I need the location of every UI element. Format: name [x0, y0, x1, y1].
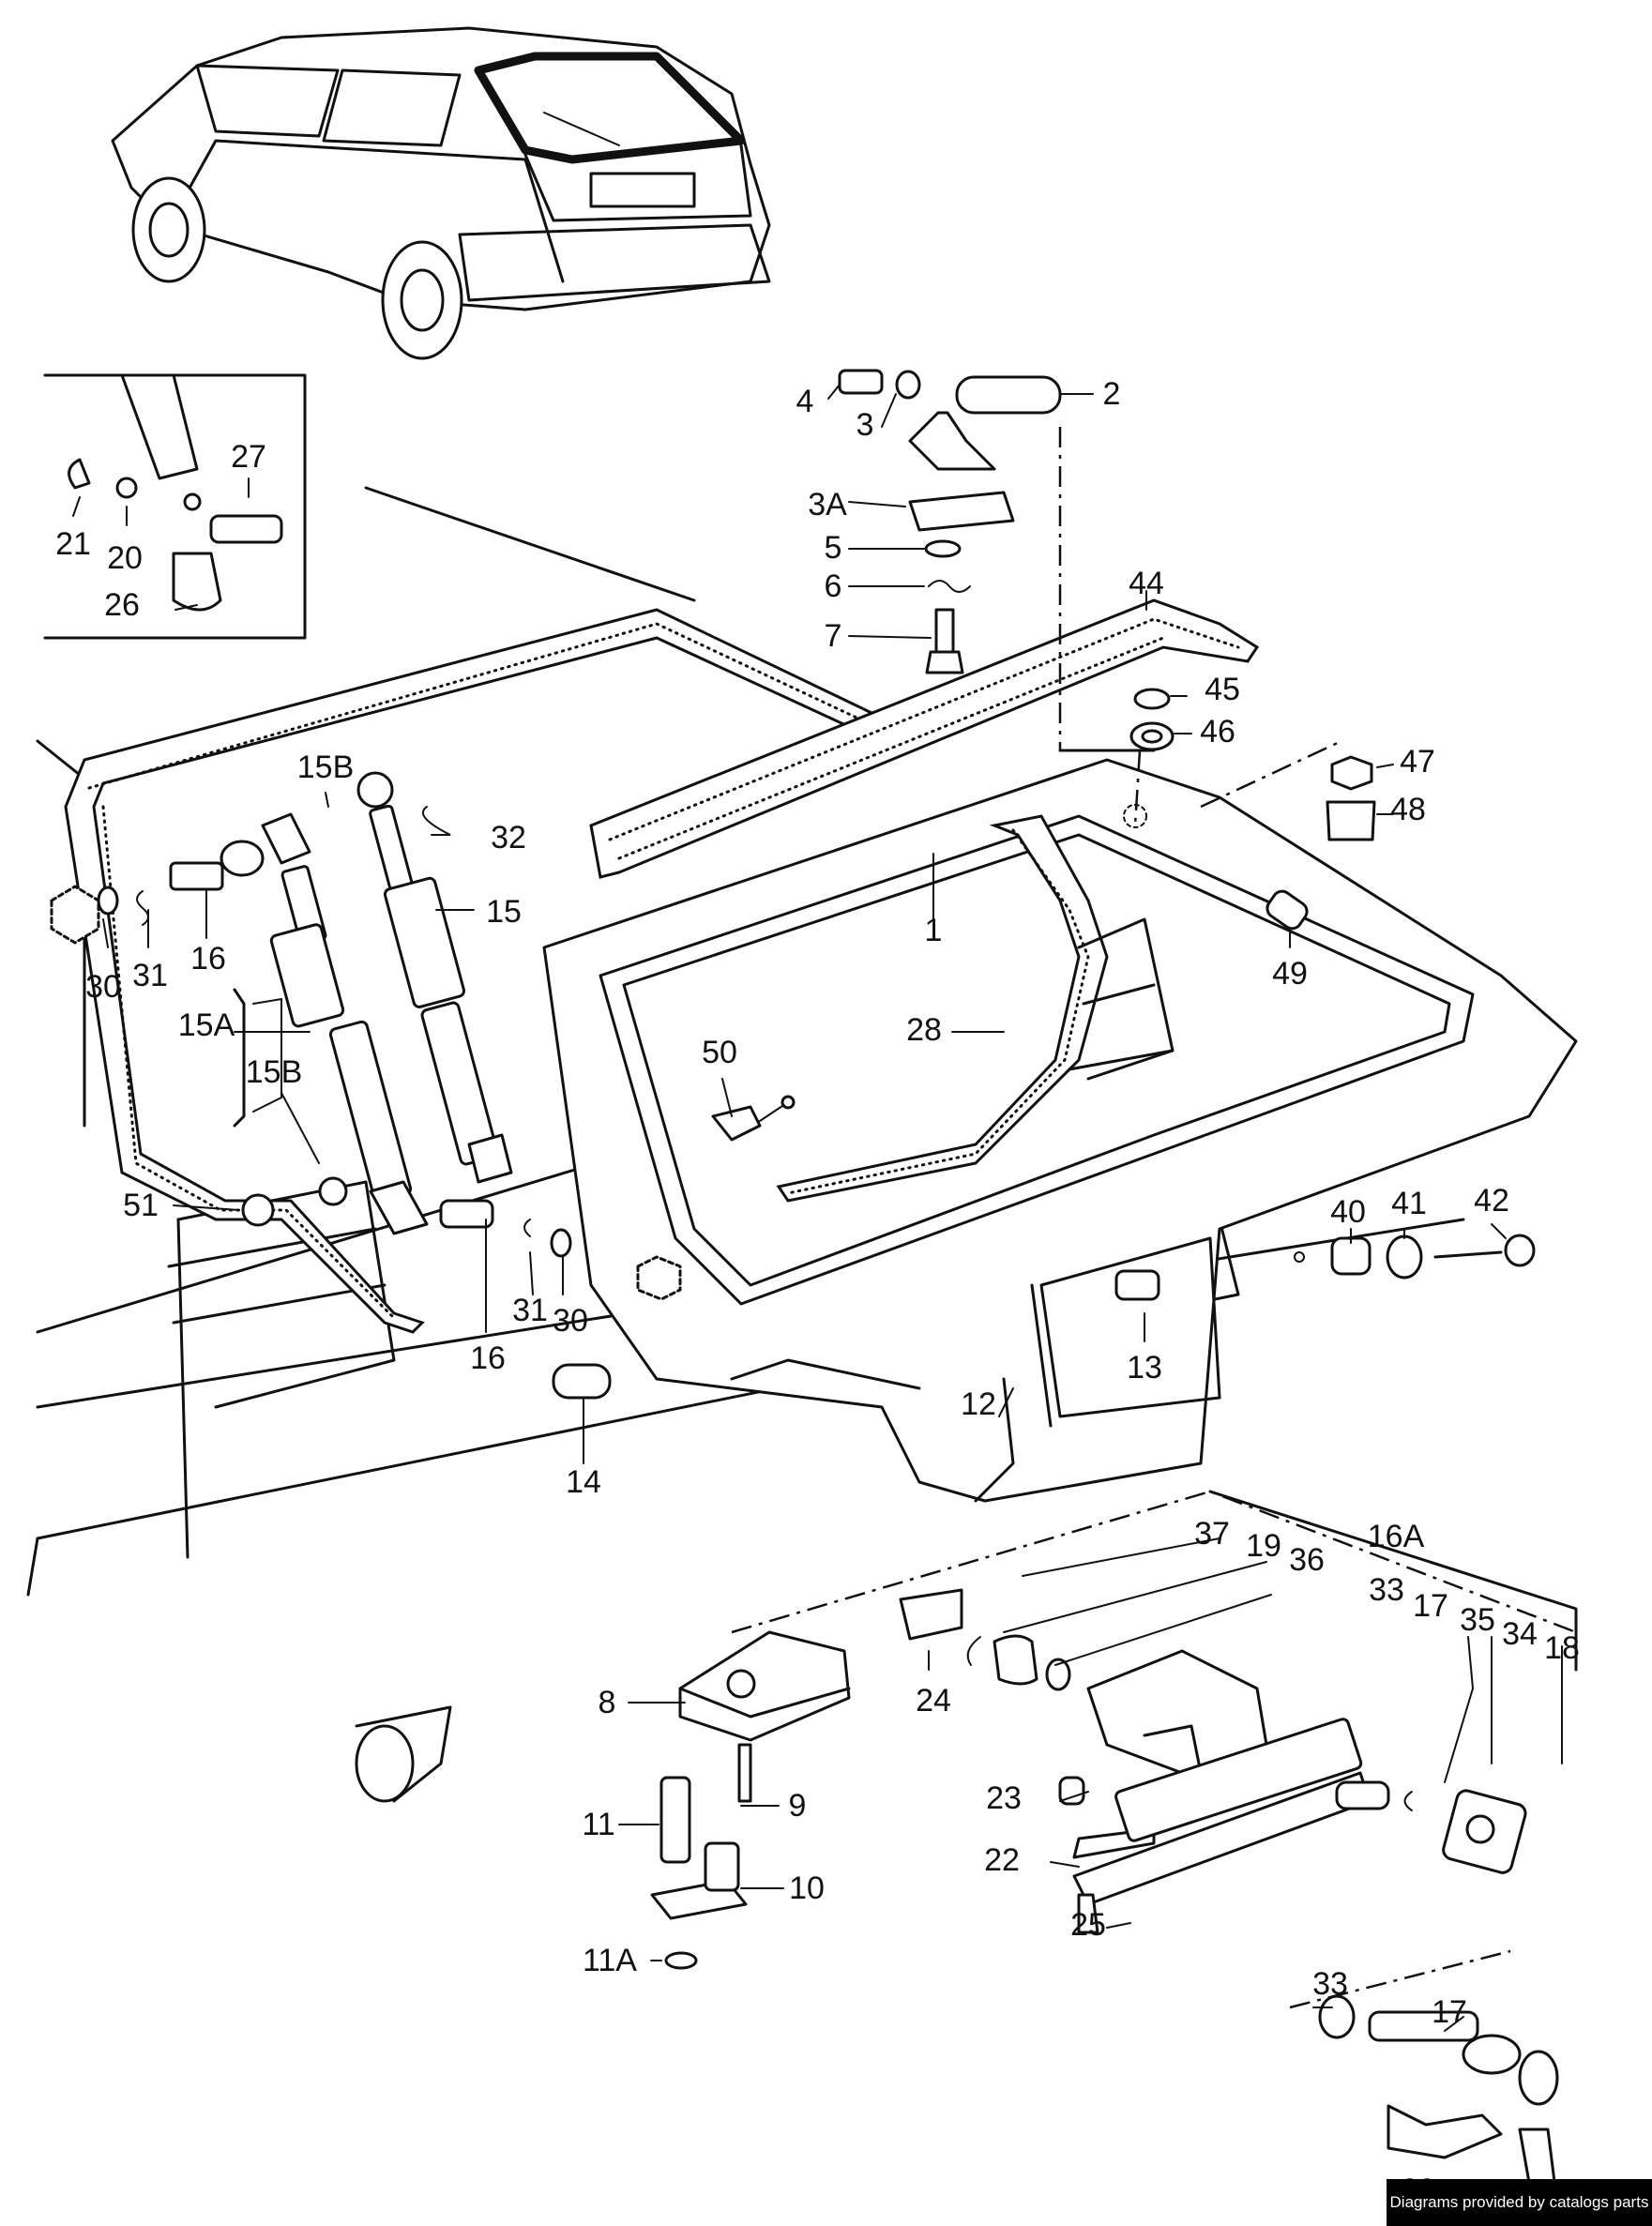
spoiler-44 [589, 598, 1260, 879]
gas-struts [233, 771, 513, 1235]
callout-4: 4 [796, 384, 814, 419]
callout-17-top: 17 [1413, 1588, 1448, 1624]
callout-44: 44 [1129, 566, 1164, 601]
callout-6: 6 [824, 568, 842, 604]
callout-11a: 11A [583, 1943, 637, 1978]
callout-41: 41 [1391, 1186, 1427, 1221]
callout-12: 12 [961, 1386, 996, 1422]
callout-16-left: 16 [190, 941, 226, 977]
callout-26: 26 [104, 587, 140, 623]
callout-42: 42 [1474, 1183, 1509, 1219]
callout-8: 8 [598, 1685, 616, 1720]
buffer-50 [711, 1095, 796, 1142]
callout-21: 21 [55, 526, 91, 562]
callout-7: 7 [824, 618, 842, 654]
plug-14 [552, 1363, 612, 1400]
callout-13: 13 [1127, 1350, 1162, 1386]
callout-33-bottom: 33 [1312, 1966, 1348, 2002]
callout-15a: 15A [177, 1007, 235, 1043]
callout-3: 3 [856, 407, 874, 443]
callout-24: 24 [916, 1683, 951, 1719]
callout-18: 18 [1544, 1630, 1580, 1666]
callout-9: 9 [788, 1788, 807, 1824]
leader-lines [72, 384, 1563, 2032]
callout-22: 22 [984, 1842, 1020, 1878]
callout-30-mid: 30 [553, 1303, 588, 1339]
callout-16a: 16A [1367, 1519, 1425, 1554]
callout-31-mid: 31 [512, 1293, 548, 1328]
callout-15b-top: 15B [296, 750, 355, 785]
tailgate-1 [542, 749, 1578, 1503]
callout-27: 27 [231, 439, 266, 475]
callout-49: 49 [1272, 956, 1308, 992]
callout-20: 20 [107, 540, 143, 576]
car-thumbnail [111, 26, 771, 360]
callout-1: 1 [924, 913, 943, 948]
hinge-assembly [838, 369, 1062, 750]
trim-fasteners [1114, 1234, 1536, 1301]
callout-10: 10 [789, 1870, 825, 1906]
callout-11: 11 [582, 1807, 615, 1842]
callout-48: 48 [1390, 792, 1426, 827]
callout-15b-mid: 15B [245, 1054, 303, 1090]
callout-51: 51 [123, 1188, 159, 1223]
callout-17-bottom: 17 [1432, 1994, 1467, 2030]
callout-40: 40 [1330, 1194, 1366, 1230]
callout-2: 2 [1102, 376, 1121, 412]
credit-banner: Diagrams provided by catalogs parts [1387, 2179, 1652, 2226]
callout-31-left: 31 [132, 958, 168, 993]
callout-19: 19 [1246, 1528, 1281, 1564]
lock-assembly-8 [650, 1490, 1578, 1970]
callout-35: 35 [1460, 1602, 1495, 1638]
callout-16-mid: 16 [470, 1340, 506, 1376]
callout-3a: 3A [808, 487, 847, 522]
callout-5: 5 [824, 530, 842, 566]
callout-15: 15 [486, 894, 522, 930]
callout-33-top: 33 [1369, 1572, 1404, 1608]
callout-25: 25 [1070, 1907, 1106, 1943]
callout-46: 46 [1200, 714, 1235, 750]
callout-32: 32 [491, 820, 526, 856]
callout-50: 50 [702, 1035, 737, 1070]
callout-47: 47 [1400, 744, 1435, 780]
callout-37: 37 [1194, 1516, 1230, 1552]
callout-14: 14 [566, 1464, 601, 1500]
callout-28: 28 [906, 1012, 942, 1048]
callout-23: 23 [986, 1780, 1022, 1816]
callout-34: 34 [1502, 1616, 1538, 1652]
callout-45: 45 [1205, 672, 1240, 707]
ball-pins [50, 840, 682, 1301]
callout-36: 36 [1289, 1542, 1325, 1578]
bumpers-45-49 [1123, 688, 1376, 931]
callout-30-left: 30 [85, 969, 121, 1005]
inset-detail-box [43, 373, 307, 640]
handle-assembly [899, 1588, 1559, 2211]
